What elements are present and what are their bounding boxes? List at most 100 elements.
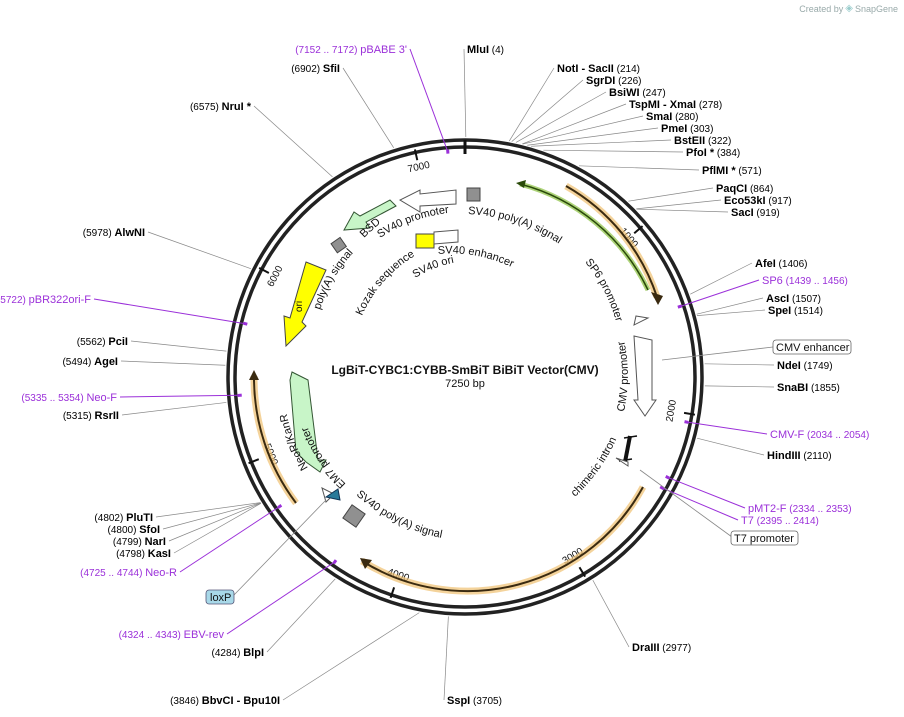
primer-site-mark: [332, 559, 338, 565]
site-position: (2034 .. 2054): [804, 430, 869, 441]
site-name: PflMI *: [702, 165, 736, 177]
site-name: NarI: [145, 536, 166, 548]
site-label: (4800) SfoI: [108, 524, 160, 536]
site-label: (6575) NruI *: [190, 101, 252, 113]
callout-line: [511, 79, 584, 142]
feature-sv40-polya-top: SV40 poly(A) signal: [468, 205, 564, 246]
site-name: EBV-rev: [184, 629, 225, 641]
callout-line: [130, 340, 227, 352]
cmv-enhancer-box: [772, 339, 852, 355]
site-label: T7 (2395 .. 2414): [741, 515, 819, 527]
cmv-enhancer-label: CMV enhancer: [776, 342, 850, 354]
primer-site-mark: [659, 485, 665, 491]
site-label: (4725 .. 4744) Neo-R: [80, 567, 177, 579]
site-name: RsrII: [95, 410, 119, 422]
site-name: PmeI: [661, 123, 687, 135]
callout-line: [696, 309, 766, 316]
site-position: (247): [640, 88, 666, 99]
site-label: PaqCI (864): [716, 183, 773, 195]
site-label: HindIII (2110): [767, 450, 832, 462]
site-position: (214): [614, 64, 640, 75]
callout-line: [704, 363, 775, 366]
site-position: (5494): [62, 357, 94, 368]
site-label: BstEII (322): [674, 135, 731, 147]
site-name: MluI: [467, 44, 489, 56]
site-label: TspMI - XmaI (278): [629, 99, 722, 111]
site-position: (2334 .. 2353): [787, 504, 852, 515]
callout-line: [168, 502, 261, 542]
callout-line: [667, 476, 746, 509]
primer-site-mark: [665, 475, 670, 480]
site-name: PciI: [108, 336, 128, 348]
bsd-arrow-icon: [343, 199, 397, 231]
site-name: HindIII: [767, 450, 801, 462]
site-label: (6902) SfiI: [291, 63, 340, 75]
callout-line: [704, 385, 775, 388]
callout-line: [578, 165, 700, 171]
scale-tick-3000: [578, 566, 586, 578]
site-name: T7: [741, 515, 754, 527]
plasmid-length: 7250 bp: [445, 378, 485, 390]
callout-line: [121, 402, 227, 416]
callout-line: [628, 187, 714, 202]
loxp-callout: [233, 499, 327, 596]
site-name: AlwNI: [114, 227, 145, 239]
callout-line: [179, 505, 280, 573]
site-name: NdeI: [777, 360, 801, 372]
site-position: (4725 .. 4744): [80, 568, 145, 579]
site-name: PaqCI: [716, 183, 747, 195]
site-name: PluTI: [126, 512, 153, 524]
promoter-green-arc: [519, 183, 649, 291]
callout-line: [636, 208, 729, 213]
site-position: (4324 .. 4343): [119, 630, 184, 641]
scale-tick-5000: [248, 458, 260, 465]
site-label: (5315) RsrII: [63, 410, 119, 422]
plasmid-title: LgBiT-CYBC1:CYBB-SmBiT BiBiT Vector(CMV): [331, 363, 598, 377]
site-name: SfiI: [323, 63, 340, 75]
callout-line: [696, 437, 765, 456]
site-position: (1749): [801, 361, 833, 372]
site-position: (4798): [116, 549, 148, 560]
site-position: (5335 .. 5354): [21, 393, 86, 404]
callout-line: [515, 91, 607, 143]
site-label: NdeI (1749): [777, 360, 833, 372]
site-label: SgrDI (226): [586, 75, 641, 87]
site-name: pMT2-F: [748, 503, 787, 515]
feature-kozak: Kozak sequence: [354, 248, 417, 317]
callout-line: [266, 578, 336, 653]
site-label: SmaI (280): [646, 111, 698, 123]
site-label: SacI (919): [731, 207, 780, 219]
site-name: SP6: [762, 275, 783, 287]
site-position: (917): [766, 196, 792, 207]
callout-line: [522, 115, 644, 145]
site-label: (4324 .. 4343) EBV-rev: [119, 629, 225, 641]
scale-tick-label: 7000: [407, 160, 432, 176]
site-position: (1406): [776, 259, 808, 270]
callout-line: [282, 612, 420, 701]
polya-box-left: [330, 236, 348, 254]
cmv-enhancer-callout: [661, 346, 774, 361]
site-name: KasI: [148, 548, 171, 560]
neor-kanr-arrow-icon: [289, 371, 327, 473]
site-name: AfeI: [755, 258, 776, 270]
orf-top-right-head-icon: [651, 292, 663, 305]
site-annotations: MluI (4)NotI - SacII (214)SgrDI (226)Bsi…: [0, 44, 869, 707]
callout-line: [686, 421, 768, 435]
primer-site-mark: [243, 321, 248, 326]
site-label: (5494) AgeI: [62, 356, 118, 368]
callout-line: [147, 231, 251, 269]
site-position: (3705): [470, 696, 502, 707]
credit-prefix: Created by: [799, 3, 844, 14]
site-position: (864): [747, 184, 773, 195]
site-name: Eco53kI: [724, 195, 766, 207]
callout-line: [342, 67, 395, 149]
site-position: (6575): [190, 102, 222, 113]
site-position: (3846): [170, 696, 202, 707]
site-name: SspI: [447, 695, 470, 707]
site-position: (4799): [113, 537, 145, 548]
site-position: (278): [696, 100, 722, 111]
promoter-green-head-icon: [516, 180, 526, 188]
callout-line: [226, 561, 336, 635]
feature-cmv-promoter: CMV promoter: [615, 340, 631, 413]
site-label: DraIII (2977): [632, 642, 691, 654]
